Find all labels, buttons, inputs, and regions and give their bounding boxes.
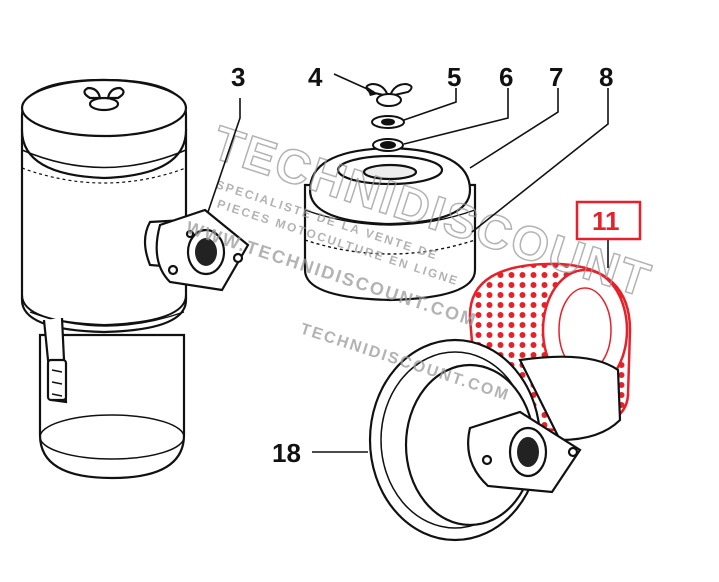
filter-cover — [303, 146, 477, 302]
callout-7: 7 — [549, 62, 563, 92]
seal-ring — [372, 138, 404, 152]
leader-3 — [207, 98, 241, 213]
leader-6 — [403, 88, 509, 145]
leader-lines — [207, 73, 609, 453]
callout-8: 8 — [599, 62, 613, 92]
filter-housing — [368, 338, 622, 542]
callout-11-box — [575, 200, 642, 241]
callout-3: 3 — [231, 62, 245, 92]
callout-5: 5 — [447, 62, 461, 92]
callout-6: 6 — [499, 62, 513, 92]
leader-8 — [471, 88, 609, 233]
callout-18: 18 — [272, 438, 301, 468]
callout-11: 11 — [592, 206, 620, 236]
washer — [371, 115, 405, 129]
leader-7 — [469, 88, 559, 169]
arrow-4 — [366, 86, 378, 96]
callout-4: 4 — [308, 62, 323, 92]
air-filter-assembly — [20, 78, 250, 480]
leader-5 — [403, 88, 457, 121]
